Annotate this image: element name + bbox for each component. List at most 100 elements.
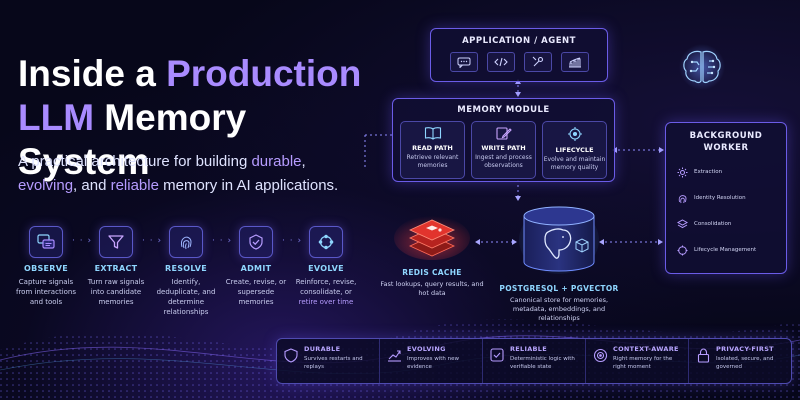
write-path-card: WRITE PATH Ingest and process observatio…	[471, 121, 536, 179]
badge-title: PRIVACY-FIRST	[716, 345, 774, 353]
subtitle-text-1: A practical architecture for building	[18, 153, 252, 170]
badge-privacy-first: PRIVACY-FIRST Isolated, secure, and gover…	[689, 339, 791, 383]
subtitle-evolving: evolving	[18, 177, 74, 194]
brain-circuit-icon	[677, 44, 727, 90]
badge-evolving: EVOLVING Improves with new evidence	[380, 339, 483, 383]
worker-item-consolidation: Consolidation	[676, 218, 786, 230]
lifecycle-card: LIFECYCLE Evolve and maintain memory qua…	[542, 121, 607, 179]
gear-icon	[676, 166, 688, 178]
properties-bar: DURABLE Survives restarts and replays EVO…	[276, 338, 792, 384]
pipeline-desc: Reinforce, revise, consolidate, or retir…	[294, 277, 358, 307]
pipeline-desc: Capture signals from interactions and to…	[15, 278, 77, 306]
worker-item-label: Lifecycle Management	[694, 247, 757, 253]
badge-durable: DURABLE Survives restarts and replays	[277, 339, 380, 383]
main-title: Inside a Production LLM Memory System	[18, 52, 378, 184]
pipeline-label: ADMIT	[240, 264, 272, 273]
fingerprint-icon	[169, 226, 203, 258]
pipeline-step-observe: OBSERVE Capture signals from interaction…	[14, 226, 78, 307]
pipeline-desc-highlight: retire over time	[298, 298, 354, 306]
pencil-icon	[472, 126, 535, 140]
application-agent-box: APPLICATION / AGENT	[430, 28, 608, 82]
read-path-card: READ PATH Retrieve relevant memories	[400, 121, 465, 179]
funnel-icon	[99, 226, 133, 258]
title-line2-accent: LLM	[18, 97, 95, 138]
read-path-name: READ PATH	[412, 144, 453, 152]
badge-desc: Survives restarts and replays	[304, 356, 363, 370]
lifecycle-desc: Evolve and maintain memory quality	[543, 156, 606, 171]
target-icon	[592, 347, 608, 363]
memory-module-box: MEMORY MODULE READ PATH Retrieve relevan…	[392, 98, 615, 182]
book-icon	[401, 126, 464, 140]
badge-context-aware: CONTEXT-AWARE Right memory for the right …	[586, 339, 689, 383]
cycle-icon	[676, 244, 688, 256]
background-worker-title: BACKGROUND WORKER	[666, 130, 786, 154]
postgres-desc: Canonical store for memories, metadata, …	[509, 296, 609, 322]
redis-text: REDIS CACHE Fast lookups, query results,…	[380, 268, 484, 298]
pipeline-desc-plain: Reinforce, revise, consolidate, or	[295, 278, 357, 296]
shield-icon	[283, 347, 299, 363]
worker-item-extraction: Extraction	[676, 166, 786, 178]
pipeline-label: OBSERVE	[23, 264, 69, 273]
pipeline-arrow-1: · · ›	[72, 236, 93, 246]
layers-icon	[676, 218, 688, 230]
code-icon	[486, 52, 515, 72]
badge-title: DURABLE	[304, 345, 341, 353]
pipeline-arrow-4: · · ›	[282, 236, 303, 246]
check-shield-icon	[239, 226, 273, 258]
pipeline-label: EXTRACT	[94, 264, 138, 273]
pipeline-step-admit: ADMIT Create, revise, or supersede memor…	[224, 226, 288, 307]
memory-module-title: MEMORY MODULE	[457, 105, 550, 115]
write-path-name: WRITE PATH	[481, 144, 526, 152]
subtitle-durable: durable	[251, 153, 302, 170]
tools-icon	[523, 52, 552, 72]
background-worker-title-line1: BACKGROUND	[689, 131, 763, 141]
lifecycle-name: LIFECYCLE	[555, 146, 594, 154]
pipeline-label: EVOLVE	[308, 264, 344, 273]
badge-title: EVOLVING	[407, 345, 446, 353]
badge-title: CONTEXT-AWARE	[613, 345, 679, 353]
application-title: APPLICATION / AGENT	[462, 36, 576, 46]
check-badge-icon	[489, 347, 505, 363]
badge-reliable: RELIABLE Deterministic logic with verifia…	[483, 339, 586, 383]
subtitle-text-2: ,	[301, 153, 306, 170]
chart-icon	[560, 52, 589, 72]
pipeline-arrow-3: · · ›	[212, 236, 233, 246]
badge-desc: Right memory for the right moment	[613, 356, 673, 370]
redis-desc: Fast lookups, query results, and hot dat…	[380, 280, 484, 297]
read-path-desc: Retrieve relevant memories	[406, 154, 459, 169]
pipeline-arrow-2: · · ›	[142, 236, 163, 246]
worker-item-label: Identity Resolution	[694, 195, 746, 201]
badge-desc: Deterministic logic with verifiable stat…	[510, 356, 575, 370]
subtitle-reliable: reliable	[110, 177, 159, 194]
subtitle: A practical architecture for building du…	[18, 150, 388, 198]
cycle-icon	[309, 226, 343, 258]
worker-item-lifecycle-management: Lifecycle Management	[676, 244, 786, 256]
lock-icon	[695, 347, 711, 363]
subtitle-text-4: memory in AI applications.	[158, 177, 339, 194]
cycle-icon	[543, 126, 606, 142]
write-path-desc: Ingest and process observations	[475, 154, 532, 169]
worker-item-label: Consolidation	[694, 221, 732, 227]
redis-label: REDIS CACHE	[402, 268, 462, 277]
worker-item-label: Extraction	[694, 169, 723, 175]
badge-title: RELIABLE	[510, 345, 547, 353]
pipeline-step-resolve: RESOLVE Identify, deduplicate, and deter…	[154, 226, 218, 317]
pipeline-step-evolve: EVOLVE Reinforce, revise, consolidate, o…	[294, 226, 358, 307]
background-worker-title-line2: WORKER	[703, 143, 749, 153]
pipeline-step-extract: EXTRACT Turn raw signals into candidate …	[84, 226, 148, 307]
badge-desc: Isolated, secure, and governed	[716, 356, 774, 370]
fingerprint-icon	[676, 192, 688, 204]
redis-icon	[392, 210, 472, 262]
growth-chart-icon	[386, 347, 402, 363]
postgresql-icon	[518, 204, 600, 276]
background-worker-box: BACKGROUND WORKER Extraction Identity Re…	[665, 122, 787, 274]
postgres-label: POSTGRESQL + PGVECTOR	[499, 284, 619, 293]
pipeline-desc: Create, revise, or supersede memories	[225, 278, 287, 306]
badge-desc: Improves with new evidence	[407, 356, 460, 370]
title-line2-plain: Memory System	[18, 97, 247, 182]
postgres-text: POSTGRESQL + PGVECTOR Canonical store fo…	[496, 284, 622, 323]
worker-item-identity-resolution: Identity Resolution	[676, 192, 786, 204]
title-line1-plain: Inside a	[18, 53, 167, 94]
pipeline-desc: Turn raw signals into candidate memories	[87, 278, 145, 306]
